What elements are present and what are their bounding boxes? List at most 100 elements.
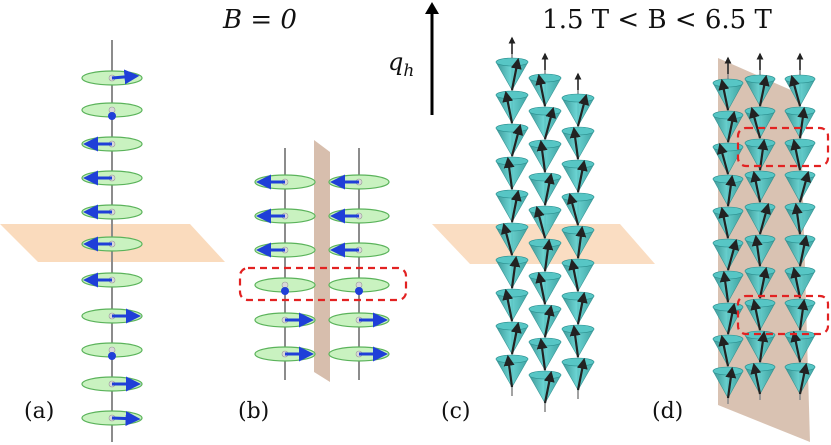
cone-arrow (543, 106, 557, 140)
cone-rim (528, 337, 562, 347)
cone-rim (495, 321, 529, 331)
cone-rim (784, 298, 816, 308)
cone-rim (712, 334, 744, 344)
cone-rim (744, 74, 776, 84)
dashed-box (238, 266, 408, 302)
cone-arrow (725, 366, 737, 399)
cone-arrow (535, 271, 547, 305)
heading-b-zero: B = 0 (222, 5, 297, 35)
cone-rim (561, 93, 595, 103)
cone-rim (561, 291, 595, 301)
cone-rim (784, 330, 816, 340)
cone-arrow (569, 126, 581, 160)
cone-arrow (797, 298, 809, 331)
cone-rim (528, 304, 562, 314)
cone-arrow (536, 337, 548, 371)
cone-arrow (758, 74, 770, 107)
cone-rim (712, 238, 744, 248)
cone-arrow (510, 123, 524, 157)
dashed-box (736, 126, 830, 168)
cone-arrow (751, 234, 763, 267)
cone-arrow (790, 138, 802, 171)
cone-rim (495, 288, 529, 298)
cone-arrow (543, 304, 555, 338)
cone-arrow (718, 334, 730, 367)
cone-arrow (510, 57, 522, 91)
cone-arrow (576, 93, 590, 127)
cone-rim (561, 324, 595, 334)
cone-rim (495, 57, 529, 67)
cone-rim (784, 202, 816, 212)
cone-arrow (725, 174, 737, 207)
spin-arrow (111, 69, 140, 85)
cone-rim (784, 74, 816, 84)
panel-label-d: (d) (652, 399, 683, 424)
cone-rim (712, 110, 744, 120)
cone-rim (744, 170, 776, 180)
cone-rim (561, 357, 595, 367)
cone-arrow (750, 298, 762, 331)
cone-arrow (535, 73, 547, 107)
cone-arrow (719, 270, 731, 303)
cone-rim (744, 138, 776, 148)
heading-b-range: 1.5 T < B < 6.5 T (542, 5, 772, 35)
panel-label-a: (a) (24, 399, 54, 424)
cone-arrow (576, 357, 588, 391)
cone-rim (712, 270, 744, 280)
panel-b-spin-columns (254, 140, 390, 382)
cone-arrow (717, 142, 730, 175)
cone-rim (744, 362, 776, 372)
spin-dot (108, 112, 116, 120)
cone-rim (495, 354, 529, 364)
cone-rim (495, 189, 529, 199)
cone-arrow (542, 238, 554, 272)
q-axis-arrowhead (425, 2, 439, 14)
cone-rim (744, 266, 776, 276)
cone-rim (528, 106, 562, 116)
cone-arrow (569, 324, 581, 358)
cone-arrow (718, 78, 730, 111)
cone-arrow (758, 202, 771, 235)
dashed-box (736, 294, 830, 336)
cone-arrow (798, 234, 810, 267)
panel-label-c: (c) (441, 399, 471, 424)
cone-rim (784, 106, 816, 116)
cone-rim (495, 222, 529, 232)
cone-rim (495, 255, 529, 265)
dashed-highlight-boxes (238, 126, 830, 336)
cone-rim (528, 370, 562, 380)
cone-rim (528, 139, 562, 149)
spin-dot (108, 352, 116, 360)
cone-rim (528, 205, 562, 215)
panel-c-conical-spins (432, 36, 655, 412)
cone-arrow (749, 106, 762, 139)
cone-rim (528, 172, 562, 182)
cone-rim (744, 106, 776, 116)
cone-arrow (726, 302, 738, 335)
cone-arrow (543, 172, 555, 206)
cone-rim (528, 271, 562, 281)
spin-dot (355, 287, 363, 295)
cone-arrow (757, 330, 769, 363)
cone-rim (784, 362, 816, 372)
cone-arrow (510, 189, 522, 223)
q-axis-label: qh (388, 48, 414, 81)
cone-rim (561, 159, 595, 169)
cone-rim (528, 73, 562, 83)
cone-arrow (726, 110, 738, 143)
cone-rim (712, 174, 744, 184)
cone-arrow (503, 156, 515, 190)
cone-rim (561, 126, 595, 136)
cone-arrow (536, 139, 548, 173)
cone-rim (784, 138, 816, 148)
cone-rim (495, 90, 529, 100)
panel-a-helical-spins (0, 40, 225, 442)
cone-rim (561, 192, 595, 202)
cone-arrow (576, 159, 588, 193)
panel-d-conical-columns (712, 52, 816, 442)
spin-arrow (111, 411, 141, 427)
cone-rim (712, 366, 744, 376)
cone-arrow (510, 321, 522, 355)
cone-rim (744, 298, 776, 308)
vertical-plane (314, 140, 330, 382)
